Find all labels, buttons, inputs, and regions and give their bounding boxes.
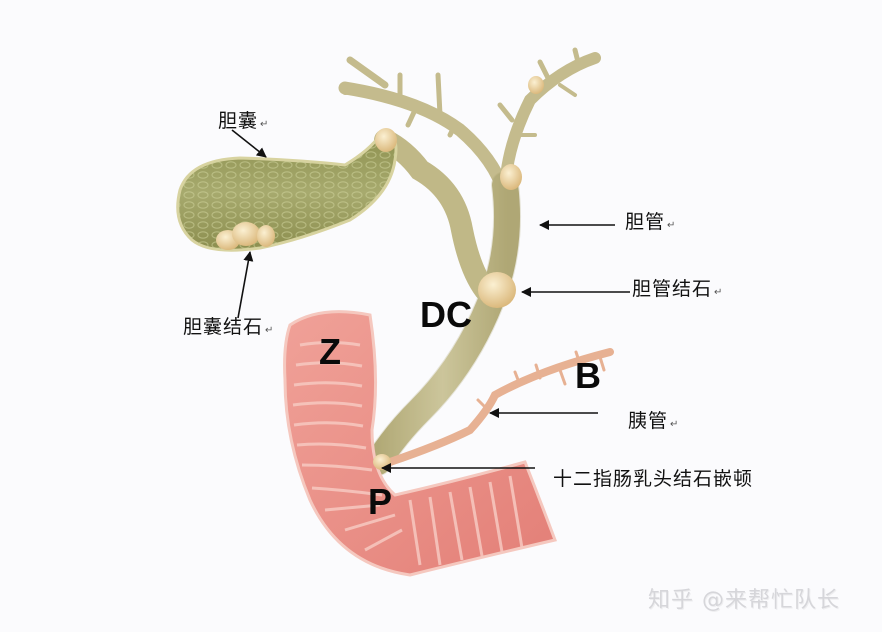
duodenum [283,310,558,577]
hepatic-stone-upper [528,76,544,94]
duodenum-folds [292,341,524,566]
cystic-stone [375,128,397,152]
label-gallbladder: 胆囊↵ [218,106,269,133]
cystic-duct [374,129,496,301]
label-gallbladder-text: 胆囊 [218,110,259,132]
label-bile-duct-stones: 胆管结石↵ [632,274,723,301]
return-mark: ↵ [714,287,724,298]
label-papilla-impaction: 十二指肠乳头结石嵌顿 [553,464,753,491]
return-mark: ↵ [670,419,680,430]
label-gallbladder-stones: 胆囊结石↵ [183,312,274,339]
letter-p: P [368,481,393,522]
annotation-arrows [231,129,630,473]
label-bile-duct-stones-text: 胆管结石 [632,278,713,300]
label-papilla-impaction-text: 十二指肠乳头结石嵌顿 [553,468,754,490]
return-mark: ↵ [265,325,275,336]
label-pancreatic-duct-text: 胰管 [628,410,669,432]
letter-b: B [575,355,601,396]
label-bile-duct-text: 胆管 [625,211,666,233]
watermark: 知乎 @来帮忙队长 [648,588,840,613]
pancreatic-duct [386,348,614,466]
bile-duct-stone [478,272,516,308]
return-mark: ↵ [667,220,677,231]
common-bile-duct [365,172,521,475]
label-gallbladder-stones-text: 胆囊结石 [183,316,264,338]
label-bile-duct: 胆管↵ [625,207,676,234]
return-mark: ↵ [260,119,270,130]
hepatic-duct-branches [338,47,601,202]
gallbladder-stones [216,222,275,250]
letter-dc: DC [420,294,472,335]
hepatic-stone-mid [500,164,522,190]
label-pancreatic-duct: 胰管↵ [628,406,679,433]
letter-z: Z [319,331,341,372]
